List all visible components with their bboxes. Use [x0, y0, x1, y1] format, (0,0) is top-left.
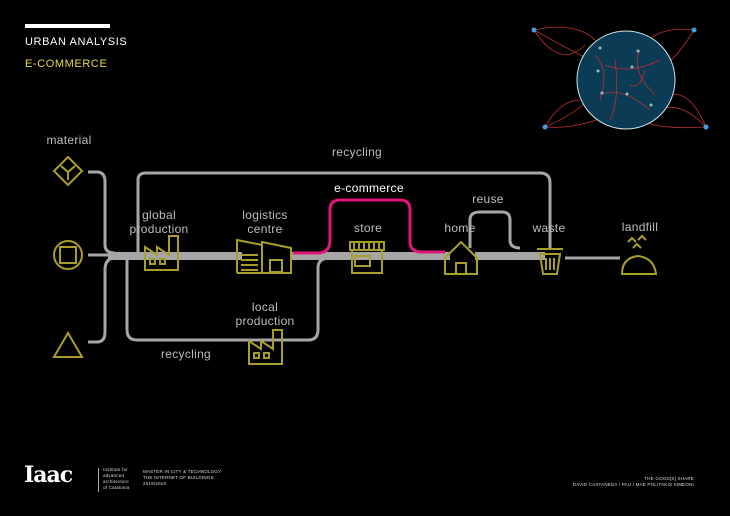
store-icon	[349, 241, 385, 274]
waste-bin-icon	[537, 248, 563, 275]
ecommerce-line	[293, 198, 445, 255]
label-waste: waste	[532, 221, 566, 235]
recycling-loop-top	[136, 171, 552, 255]
iaac-logo: Iaac	[24, 462, 73, 488]
label-recycling-top: recycling	[331, 145, 383, 159]
globe-icon	[531, 26, 709, 130]
label-store: store	[353, 221, 383, 235]
page-subtitle: E-COMMERCE	[25, 58, 108, 70]
material-square-icon	[53, 240, 83, 270]
material-diamond-icon	[52, 155, 84, 187]
page-title: URBAN ANALYSIS	[25, 36, 128, 48]
title-bar	[25, 24, 110, 28]
label-landfill: landfill	[621, 220, 659, 234]
footer-divider	[98, 468, 99, 492]
landfill-icon	[620, 234, 658, 275]
local-factory-icon	[248, 329, 283, 365]
label-reuse: reuse	[472, 192, 504, 206]
recycling-loop-bottom	[125, 255, 331, 342]
label-material: material	[46, 133, 92, 147]
factory-icon	[144, 235, 179, 271]
material-triangle-icon	[52, 331, 84, 358]
logistics-centre-icon	[236, 238, 292, 274]
home-icon	[444, 240, 478, 275]
label-recycling-bottom: recycling	[160, 347, 212, 361]
label-ecommerce: e-commerce	[334, 181, 404, 195]
label-home: home	[444, 221, 476, 235]
reuse-loop	[468, 210, 521, 250]
